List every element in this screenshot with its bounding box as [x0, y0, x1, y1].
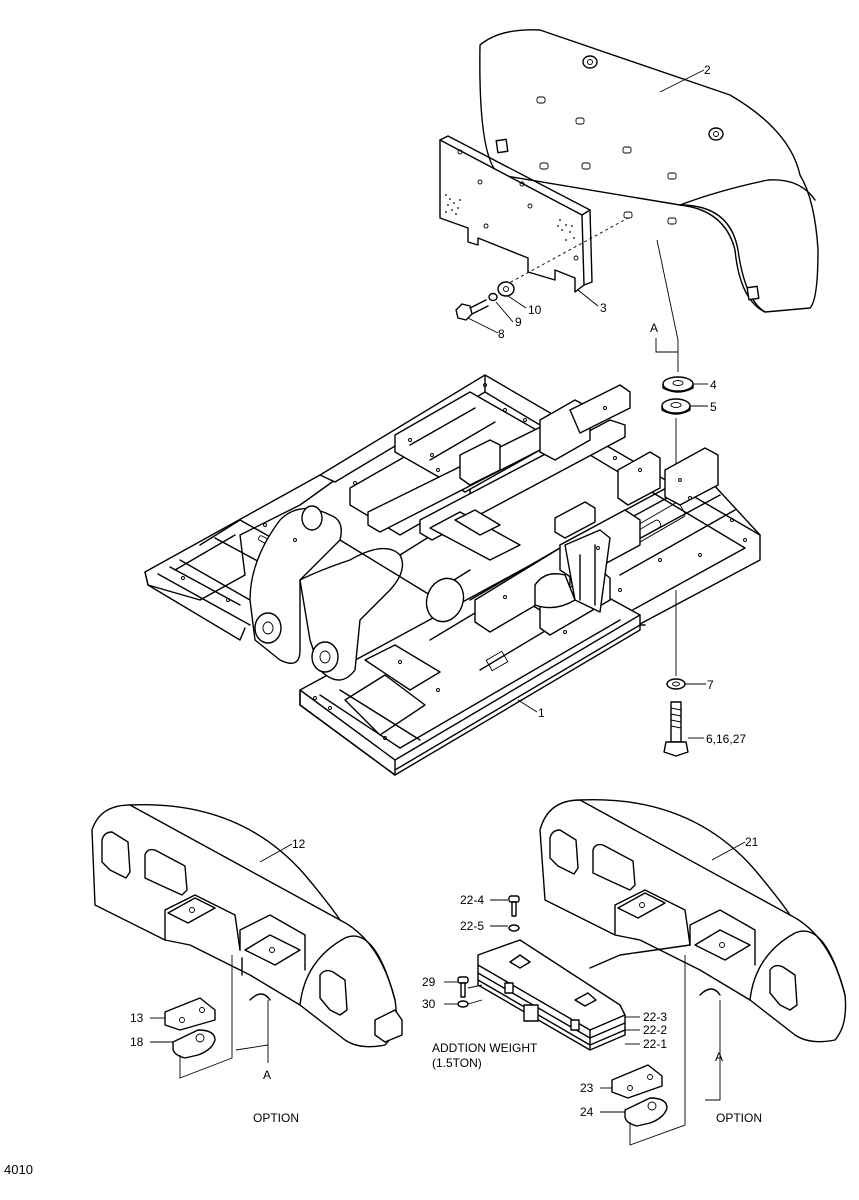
additional-weight-label: ADDTION WEIGHT: [432, 1041, 538, 1055]
callout-22-4: 22-4: [460, 893, 484, 907]
callout-6-16-27: 6,16,27: [706, 732, 746, 746]
callout-29: 29: [422, 975, 436, 989]
ref-mark-a-top: A: [650, 321, 658, 335]
option-label-left: OPTION: [253, 1111, 299, 1125]
bolt-part-6: [663, 701, 689, 757]
ref-line-a-left: [179, 955, 269, 1079]
callout-22-5: 22-5: [460, 919, 484, 933]
washer-part-10: [497, 281, 515, 297]
plate-part-3: [439, 135, 593, 293]
bolt-part-22-4: [508, 895, 520, 917]
callout-18: 18: [130, 1035, 144, 1049]
callout-2: 2: [704, 63, 711, 77]
plate-part-13: [164, 997, 216, 1031]
ref-line-a-top: [655, 239, 679, 372]
washer-part-7: [666, 678, 686, 690]
washer-part-5: [661, 398, 691, 415]
callout-7: 7: [707, 678, 714, 692]
counterweight-part-2: [479, 29, 819, 313]
washer-part-4: [662, 376, 694, 393]
callout-22-1: 22-1: [643, 1037, 667, 1051]
option-label-right: OPTION: [716, 1111, 762, 1125]
bolt-part-29: [457, 976, 469, 998]
callout-10: 10: [528, 303, 542, 317]
leader-lines: [150, 69, 746, 1113]
callout-4: 4: [710, 378, 717, 392]
counterweight-part-12: [91, 803, 403, 1048]
ref-line-a-right: [629, 955, 721, 1146]
bracket-part-24: [624, 1097, 668, 1127]
lock-washer-part-9: [488, 292, 498, 302]
callout-30: 30: [422, 997, 436, 1011]
callout-22-3: 22-3: [643, 1010, 667, 1024]
callout-3: 3: [600, 301, 607, 315]
plate-part-23: [611, 1064, 663, 1099]
bolt-part-8: [455, 299, 489, 321]
callout-24: 24: [580, 1105, 594, 1119]
additional-weight-sublabel: (1.5TON): [432, 1056, 482, 1070]
callout-1: 1: [538, 706, 545, 720]
additional-weight-part-22: [477, 939, 691, 1051]
callout-5: 5: [710, 400, 717, 414]
washer-part-30: [457, 1000, 469, 1008]
ref-mark-a-left: A: [263, 1068, 271, 1082]
frame-part-1: [144, 374, 761, 776]
washer-part-22-5: [508, 924, 520, 932]
callout-22-2: 22-2: [643, 1023, 667, 1037]
callout-12: 12: [292, 837, 306, 851]
callout-9: 9: [515, 315, 522, 329]
counterweight-part-21: [539, 798, 847, 1043]
alignment-line: [499, 217, 629, 289]
callout-23: 23: [580, 1081, 594, 1095]
callout-21: 21: [745, 835, 759, 849]
ref-mark-a-right: A: [715, 1050, 723, 1064]
page-number: 4010: [4, 1162, 33, 1177]
callout-8: 8: [498, 327, 505, 341]
callout-13: 13: [130, 1011, 144, 1025]
bracket-part-18: [172, 1029, 216, 1059]
